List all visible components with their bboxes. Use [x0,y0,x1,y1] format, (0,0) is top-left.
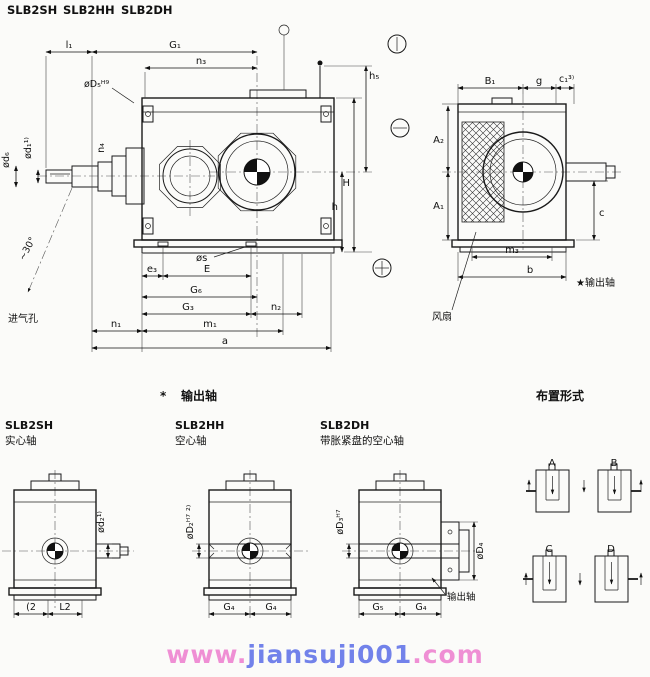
footnote-star: * [160,389,167,403]
side-view-drawing [27,56,372,340]
dim-c1-label: c₁³⁾ [559,74,574,85]
datum-mark-icon [278,24,290,90]
dim-m1-label: m₁ [203,319,217,330]
dim-c-label: c [599,208,605,219]
variant-slb2dh: SLB2DH 带胀紧盘的空心轴 øD₃ᴴ⁷ øD₄ 输出轴 [320,419,486,618]
watermark-link[interactable]: www.jiansuji001.com [0,640,650,669]
air-inlet-label: 进气孔 [8,312,38,325]
watermark-suffix: .com [412,640,484,669]
variant-model: SLB2SH [5,419,53,432]
dim-b-label: b [527,265,533,276]
dim-h5-label: h₅ [369,71,379,82]
variant-type: 带胀紧盘的空心轴 [320,434,404,447]
dim-G1-label: G₁ [169,40,181,51]
datum-mark-icon [390,118,410,138]
dim-A1-label: A₁ [433,201,444,212]
dim-n1-label: n₁ [111,319,121,330]
arrangements-panel: 布置形式 A B C D [523,388,643,603]
dim-H-label: H [342,178,350,189]
dim-angle-label: ~30° [17,235,38,262]
variant-slb2hh: SLB2HH 空心轴 øD₂ᴴ⁷ ²⁾ G₄ G₄ [175,419,308,618]
arrangement-direction-arrows [524,479,643,586]
center-mark-icon [46,542,64,560]
dim-left-label: G₄ [223,602,234,613]
dim-left-label: (2 [26,602,36,613]
dim-D3-label: øD₃ᴴ⁷ [335,509,346,534]
dim-l1-label: l₁ [66,40,73,51]
dim-D2-label: øD₂ᴴ⁷ ²⁾ [185,505,196,539]
dim-D5-label: øD₅ᴴ⁹ [84,79,109,90]
dim-B1-label: B₁ [485,76,496,87]
dim-d1-label: ød₁¹⁾ [23,137,34,159]
dim-a-label: a [222,336,228,347]
dim-right-label: G₄ [265,602,276,613]
variant-model: SLB2HH [175,419,224,432]
dim-right-label: L2 [59,602,70,613]
model-name-3: SLB2DH [121,3,173,17]
dim-e3-label: e₃ [147,264,157,275]
model-name-2: SLB2HH [63,3,115,17]
section-title: 输出轴 [181,388,217,403]
end-view-drawing [442,94,622,253]
dim-right-label: G₄ [415,602,426,613]
dim-d6-label: ød₆ [1,152,12,168]
variant-model: SLB2DH [320,419,369,432]
dim-G6-label: G₆ [190,285,202,296]
fan-label: 风扇 [432,310,452,323]
center-mark-icon [512,161,534,183]
model-name-1: SLB2SH [7,3,57,17]
end-view-dimensions: B₁ g c₁³⁾ A₂ A₁ m₃ b c 风扇 ★输出轴 [432,74,615,323]
datum-marks [278,24,410,278]
datum-mark-icon [372,258,392,278]
variant-type: 空心轴 [175,434,207,447]
section-heading: * 输出轴 [160,388,217,403]
dim-s-label: øs [196,253,207,264]
dim-m3-label: m₃ [505,245,519,256]
dim-left-label: G₅ [372,602,383,613]
dim-A2-label: A₂ [433,135,444,146]
dim-n2-label: n₂ [271,302,281,313]
dim-n3-label: n₃ [196,56,206,67]
datum-mark-icon [387,34,407,54]
dim-n4-label: n₄ [96,143,107,153]
dim-G3-label: G₃ [182,302,194,313]
output-shaft-label: 输出轴 [447,591,476,603]
dim-h-label: h [332,202,338,213]
arrangements-title: 布置形式 [536,388,584,403]
dim-E-label: E [204,264,210,275]
watermark-prefix: www. [166,640,248,669]
center-mark-icon [243,158,271,186]
dim-d2-label: ød₂¹⁾ [96,511,107,533]
center-mark-icon [391,542,409,560]
dim-D4-label: øD₄ [475,542,486,559]
output-shaft-note: ★输出轴 [576,276,615,289]
page-title: SLB2SH SLB2HH SLB2DH [7,3,173,17]
variant-slb2sh: SLB2SH 实心轴 ød₂¹⁾ (2 L2 [2,419,134,618]
dim-g-label: g [536,76,542,87]
variant-type: 实心轴 [5,434,37,447]
watermark-name: jiansuji001 [247,640,413,669]
center-mark-icon [241,542,259,560]
